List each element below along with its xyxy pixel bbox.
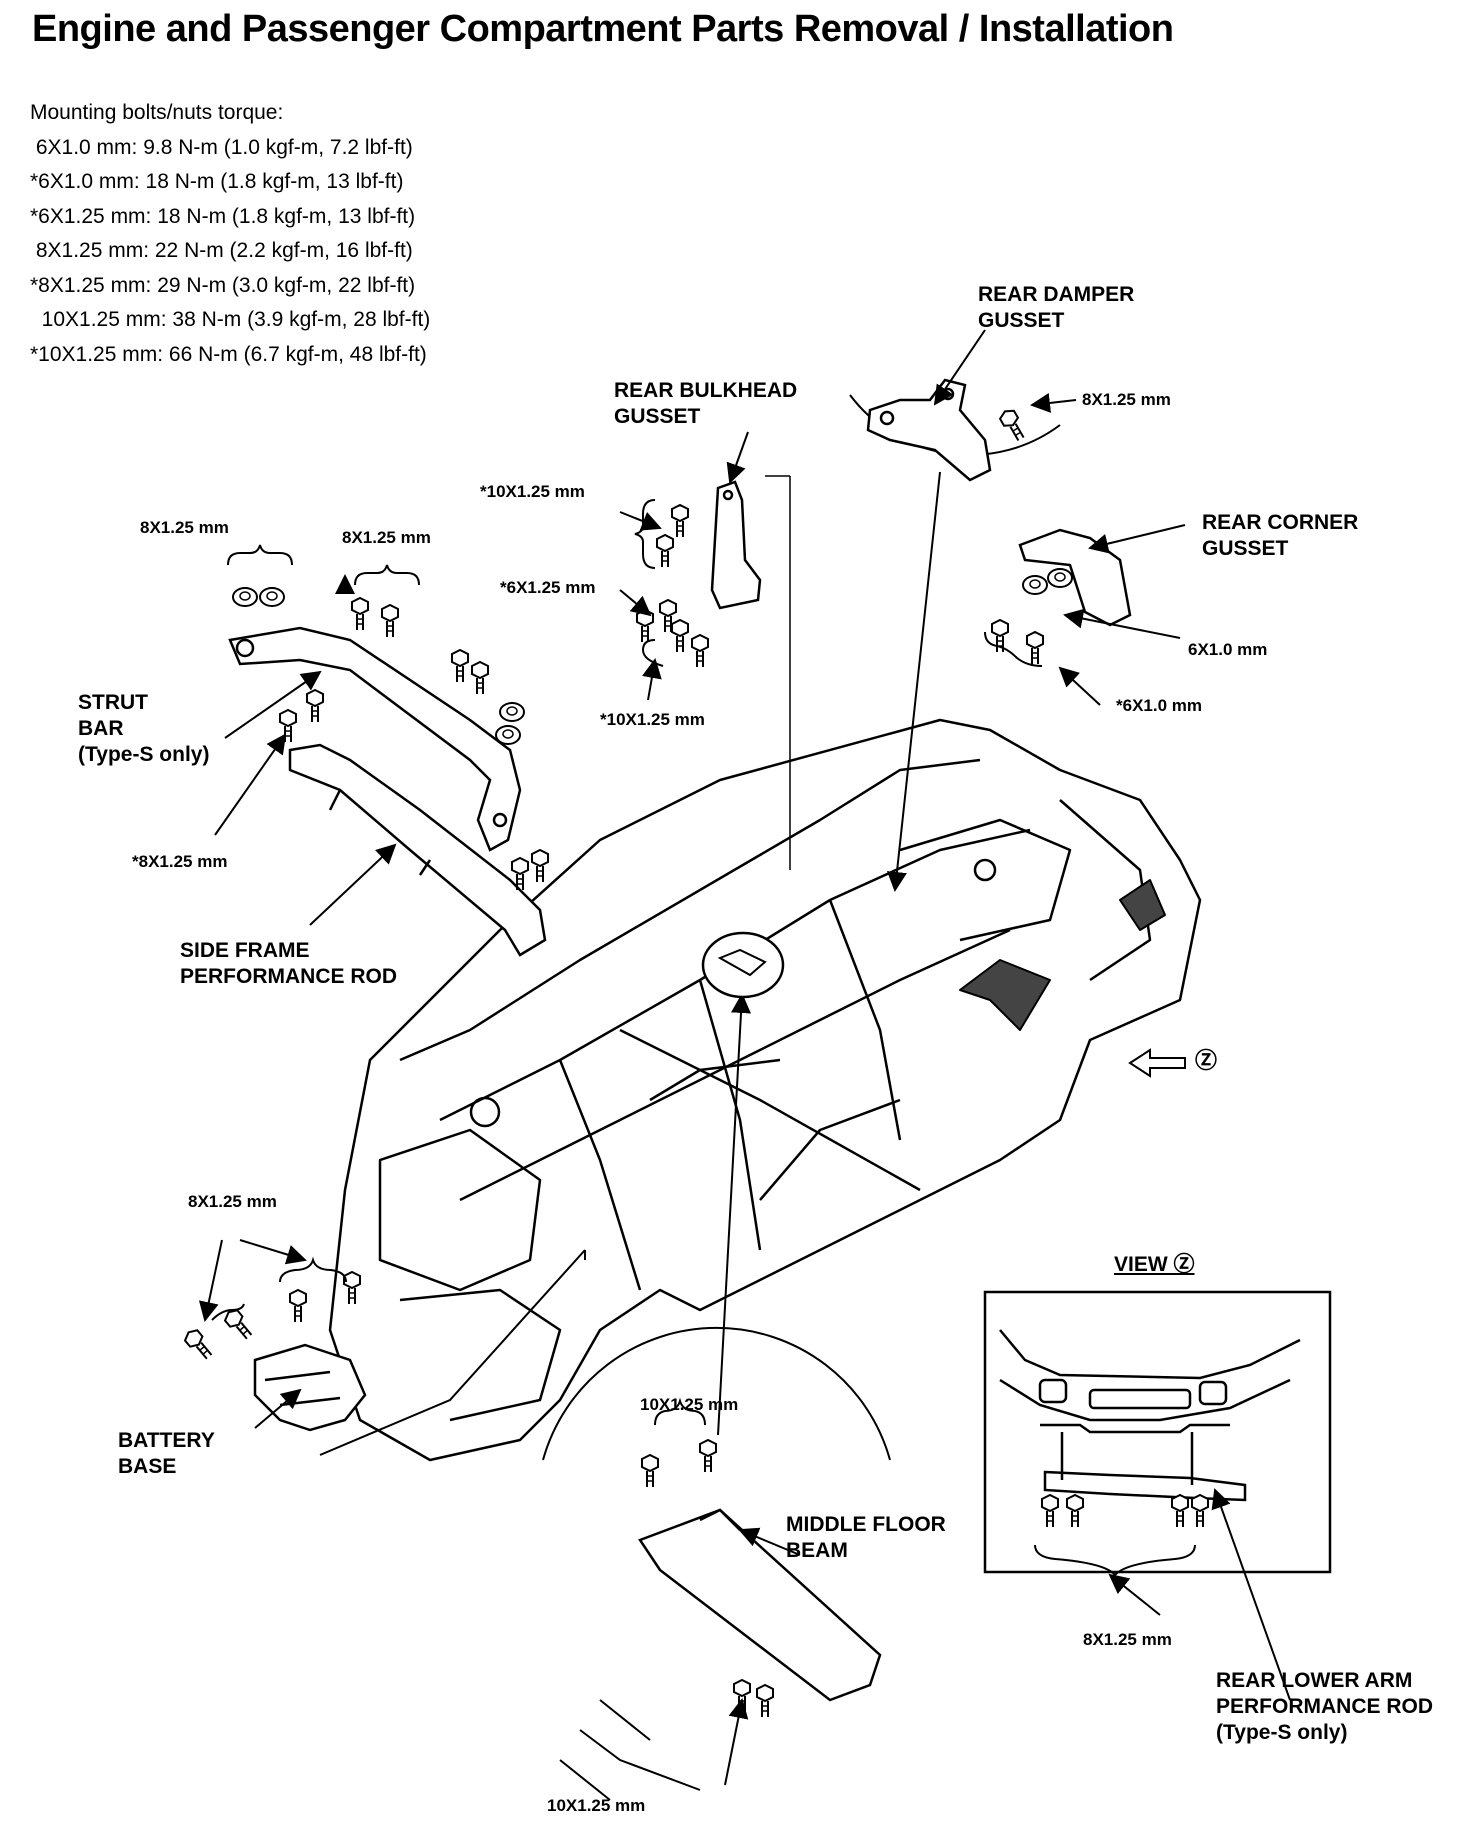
rear-bulkhead-gusset-illustration (635, 480, 762, 669)
spec-corner-6x10-bolt: *6X1.0 mm (1116, 696, 1202, 715)
torque-line: 8X1.25 mm: 22 N-m (2.2 kgf-m, 16 lbf-ft) (30, 239, 413, 262)
torque-line: *8X1.25 mm: 29 N-m (3.0 kgf-m, 22 lbf-ft… (30, 273, 416, 297)
torque-line: *10X1.25 mm: 66 N-m (6.7 kgf-m, 48 lbf-f… (30, 342, 427, 366)
car-body (328, 718, 1202, 1462)
spec-bulkhead-upper-bolt: *10X1.25 mm (480, 482, 585, 501)
spec-corner-6x10-nut: 6X1.0 mm (1188, 640, 1268, 659)
spec-side-frame-bolt: *8X1.25 mm (132, 852, 228, 871)
spec-floor-beam-lower-bolt: 10X1.25 mm (547, 1796, 646, 1815)
spec-bulkhead-lower-bolt: *10X1.25 mm (600, 710, 705, 729)
page-title: Engine and Passenger Compartment Parts R… (32, 8, 1174, 50)
rear-corner-gusset-illustration (990, 528, 1132, 666)
view-z-marker: Ⓩ (1195, 1048, 1218, 1073)
spec-lower-arm-bolt: 8X1.25 mm (1083, 1630, 1172, 1649)
view-z-arrow (1128, 1048, 1186, 1078)
spec-battery-bolt: 8X1.25 mm (188, 1192, 277, 1211)
spec-strut-nut: 8X1.25 mm (140, 518, 229, 537)
view-z-illustration (999, 1329, 1301, 1502)
torque-line: *6X1.25 mm: 18 N-m (1.8 kgf-m, 13 lbf-ft… (30, 204, 416, 228)
torque-line: 6X1.0 mm: 9.8 N-m (1.0 kgf-m, 7.2 lbf-ft… (30, 135, 413, 159)
side-frame-rod-illustration (288, 743, 547, 957)
rear-damper-gusset-illustration (866, 378, 992, 482)
torque-line: *6X1.0 mm: 18 N-m (1.8 kgf-m, 13 lbf-ft) (30, 170, 404, 193)
torque-heading: Mounting bolts/nuts torque: (30, 101, 284, 124)
spec-strut-bolt: 8X1.25 mm (342, 528, 431, 547)
middle-floor-beam-illustration (559, 1438, 882, 1801)
spec-bulkhead-6x125-bolt: *6X1.25 mm (500, 578, 596, 597)
spec-floor-beam-upper-bolt: 10X1.25 mm (640, 1395, 739, 1414)
strut-bar-illustration (228, 626, 522, 852)
torque-line: 10X1.25 mm: 38 N-m (3.9 kgf-m, 28 lbf-ft… (30, 308, 431, 331)
spec-damper-bolt: 8X1.25 mm (1082, 390, 1171, 409)
torque-specs: Mounting bolts/nuts torque: 6X1.0 mm: 9.… (30, 96, 430, 372)
leader-lines (198, 329, 1291, 1786)
bulkhead-location-marker (701, 931, 785, 999)
view-z-title: VIEW Ⓩ (1114, 1253, 1195, 1276)
